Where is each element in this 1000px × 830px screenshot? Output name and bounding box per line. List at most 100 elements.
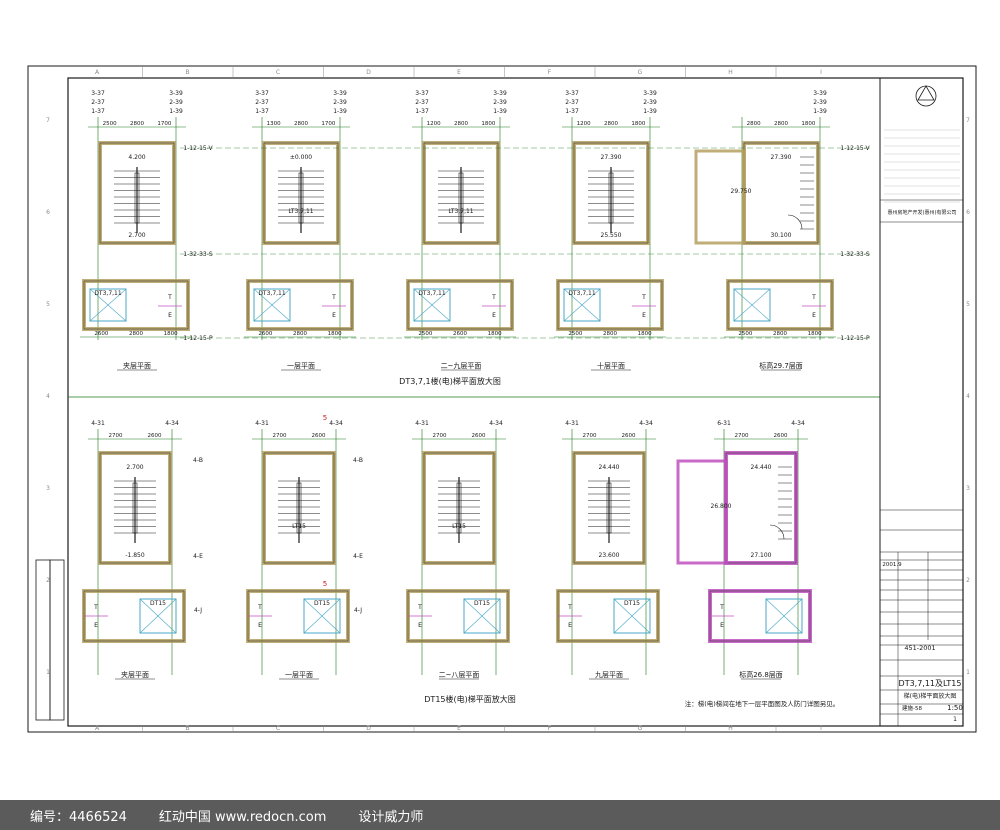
axis-label-left: 2-37 xyxy=(415,99,429,106)
stair-wall-outline xyxy=(423,142,499,244)
dimension-text: 1300 xyxy=(267,121,281,127)
stair-label: LT15 xyxy=(292,523,306,530)
elevation-text: ±0.000 xyxy=(290,154,312,161)
dimension-text: 1200 xyxy=(577,121,591,127)
elevator-wall-outline xyxy=(83,280,189,330)
shaft-tag-t: T xyxy=(93,604,98,611)
stair-label: LT3,7,11 xyxy=(288,208,313,215)
dimension-text: 1800 xyxy=(631,121,645,127)
axis-label-right: 2-39 xyxy=(493,99,507,106)
shaft-tag-t: T xyxy=(167,294,172,301)
plan-title: 夹层平面 xyxy=(123,361,151,370)
grid-row-label-right: 2 xyxy=(966,577,970,584)
dimension-text: 2600 xyxy=(774,433,788,439)
bottom-note: 注：梯(电)梯间在地下一层平面图及人防门详图另见。 xyxy=(685,699,840,708)
elevator-label: DT15 xyxy=(150,600,166,607)
stair-stringer xyxy=(456,482,462,534)
elevator-label: DT15 xyxy=(624,600,640,607)
stair-label: LT3,7,11 xyxy=(448,208,473,215)
elevation-text: 27.390 xyxy=(601,154,622,161)
door-swing xyxy=(787,214,803,230)
row-axis-label: 4-B xyxy=(353,457,363,464)
roof-room xyxy=(694,149,746,245)
scale-text: 1:50 xyxy=(947,704,963,712)
plan-title: 二~九层平面 xyxy=(441,361,482,370)
elevation-text: 27.100 xyxy=(751,552,772,559)
dimension-text: 2800 xyxy=(774,121,788,127)
footer-site[interactable]: 红动中国 www.redocn.com xyxy=(158,809,327,825)
shaft-tag-t: T xyxy=(641,294,646,301)
dimension-text: 2800 xyxy=(129,331,143,337)
plan-title: 九层平面 xyxy=(595,670,623,679)
elevator-car-cross xyxy=(89,288,127,322)
stair-label: LT15 xyxy=(452,523,466,530)
axis-label-right: 1-39 xyxy=(169,108,183,115)
grid-row-label-left: 1 xyxy=(46,669,50,676)
stair-wall-outline xyxy=(423,452,495,564)
stair-wall-outline xyxy=(99,142,175,244)
axis-label-left: 3-37 xyxy=(91,90,105,97)
shaft-tag-t: T xyxy=(811,294,816,301)
dimension-text: 2700 xyxy=(583,433,597,439)
stair-stringer xyxy=(458,172,464,224)
grid-col-label-bottom: C xyxy=(276,725,280,732)
stair-stringer xyxy=(298,172,304,224)
stair-stringer xyxy=(134,172,140,224)
elevator-label: DT3,7,11 xyxy=(258,290,286,297)
plan-title: 二~八层平面 xyxy=(439,671,480,679)
section-marker: 5 xyxy=(323,580,327,588)
plan-title: 十层平面 xyxy=(597,361,625,370)
axis-label-left: 4-31 xyxy=(91,420,105,427)
elevation-text: 25.550 xyxy=(601,232,622,239)
grid-col-label-top: A xyxy=(95,69,100,76)
stair-wall-outline xyxy=(573,142,649,244)
axis-label-right: 3-39 xyxy=(493,90,507,97)
grid-row-label-right: 4 xyxy=(966,393,970,400)
axis-label-left: 1-37 xyxy=(91,108,105,115)
grid-col-label-top: C xyxy=(276,69,280,76)
elevator-label: DT15 xyxy=(474,600,490,607)
plan-title: 一层平面 xyxy=(285,671,313,679)
dimension-text: 2800 xyxy=(454,121,468,127)
dimension-text: 2700 xyxy=(109,433,123,439)
elevator-wall xyxy=(556,279,664,331)
door-swing xyxy=(769,524,785,540)
elevator-car-cross xyxy=(613,598,651,634)
elevator-car xyxy=(139,598,177,634)
drawing-number: 建施-58 xyxy=(902,704,922,712)
footer-id: 编号：4466524 xyxy=(30,809,127,825)
grid-row-label-left: 5 xyxy=(46,301,50,308)
elevator-wall-outline xyxy=(557,280,663,330)
elevator-car xyxy=(253,288,291,322)
elevator-wall-outline xyxy=(407,280,513,330)
dimension-text: 2500 xyxy=(738,331,752,337)
stair-wall-outline xyxy=(263,452,335,564)
roof-room xyxy=(676,459,728,565)
row-axis-label: 4-J xyxy=(354,607,362,614)
dimension-text: 2600 xyxy=(94,331,108,337)
elevator-car xyxy=(765,598,803,634)
stair-label: 29.750 xyxy=(731,188,752,195)
axis-label-left: 1-37 xyxy=(255,108,269,115)
row-axis-label: 4-E xyxy=(353,553,363,560)
axis-label-left: 4-31 xyxy=(255,420,269,427)
stair-stringer xyxy=(132,482,138,534)
grid-col-label-bottom: G xyxy=(638,725,643,732)
axis-label-left: 6-31 xyxy=(717,420,731,427)
axis-label-right: 4-34 xyxy=(791,420,805,427)
stair-stringer xyxy=(608,172,614,224)
grid-col-label-top: F xyxy=(548,69,552,76)
shaft-tag-e: E xyxy=(258,622,262,629)
dimension-text: 2800 xyxy=(747,121,761,127)
axis-label-left: 4-31 xyxy=(565,420,579,427)
logo-mark-triangle xyxy=(917,85,935,101)
axis-label-left: 3-37 xyxy=(415,90,429,97)
elevator-car xyxy=(563,288,601,322)
axis-label-left: 1-37 xyxy=(565,108,579,115)
row-axis-label: 4-J xyxy=(194,607,202,614)
grid-row-label-right: 7 xyxy=(966,117,970,124)
